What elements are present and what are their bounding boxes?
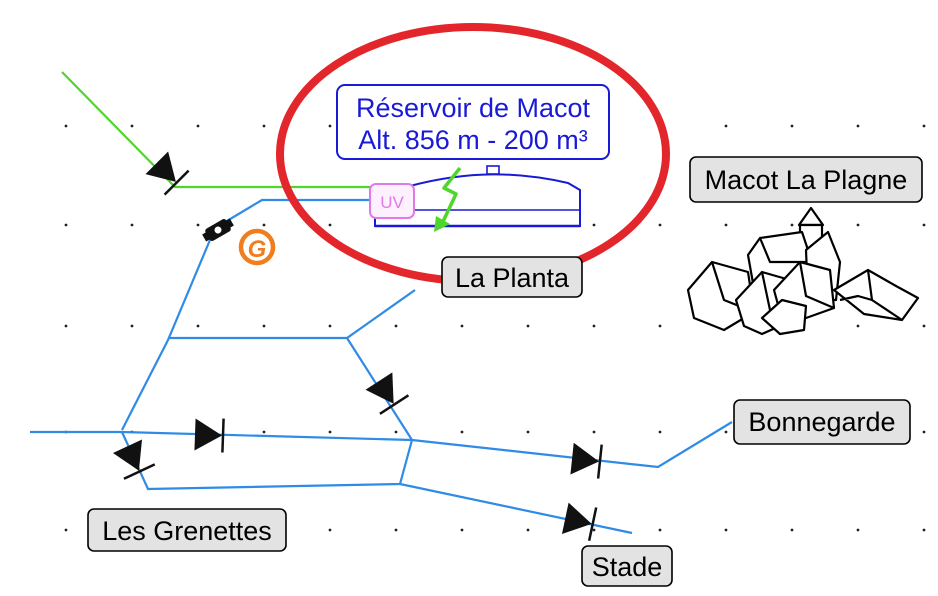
svg-text:Macot La Plagne: Macot La Plagne bbox=[705, 165, 908, 195]
grid-dot bbox=[724, 223, 728, 227]
label-bonnegarde: Bonnegarde bbox=[733, 399, 911, 445]
grid-dot bbox=[922, 324, 926, 328]
grid-dot bbox=[592, 324, 596, 328]
grid-dot bbox=[130, 324, 134, 328]
grid-dot bbox=[856, 124, 860, 128]
grid-dot bbox=[460, 430, 464, 434]
svg-text:Alt. 856 m - 200 m³: Alt. 856 m - 200 m³ bbox=[358, 125, 588, 155]
grid-dot bbox=[856, 528, 860, 532]
grid-dot bbox=[64, 528, 68, 532]
lightning-bolt-icon bbox=[434, 166, 462, 232]
grid-dot bbox=[460, 324, 464, 328]
reservoir-tank bbox=[374, 165, 581, 228]
supply-pipe bbox=[61, 71, 370, 189]
svg-text:Les Grenettes: Les Grenettes bbox=[102, 516, 272, 546]
grid-dot bbox=[394, 528, 398, 532]
grid-dot bbox=[64, 223, 68, 227]
grid-dot bbox=[64, 324, 68, 328]
label-les-grenettes: Les Grenettes bbox=[87, 508, 287, 552]
grid-dot bbox=[856, 223, 860, 227]
grid-dot bbox=[790, 124, 794, 128]
grid-dot bbox=[724, 124, 728, 128]
grid-dot bbox=[130, 223, 134, 227]
grid-dot bbox=[658, 223, 662, 227]
pipe-grenettes bbox=[120, 431, 414, 491]
grid-dot bbox=[262, 124, 266, 128]
svg-text:UV: UV bbox=[380, 193, 404, 212]
check-valve-icon bbox=[365, 372, 410, 415]
label-macot-la-plagne: Macot La Plagne bbox=[689, 156, 923, 203]
check-valve-icon bbox=[145, 151, 190, 196]
grid-dot bbox=[328, 124, 332, 128]
svg-text:G: G bbox=[248, 236, 267, 263]
svg-text:Stade: Stade bbox=[592, 552, 663, 582]
grid-dot bbox=[922, 223, 926, 227]
grid-dot bbox=[64, 124, 68, 128]
grid-dot bbox=[196, 124, 200, 128]
grid-dot bbox=[526, 528, 530, 532]
check-valve-icon bbox=[561, 502, 598, 542]
grid-dot bbox=[724, 430, 728, 434]
village-houses-icon bbox=[686, 206, 920, 336]
reservoir-label: Réservoir de Macot Alt. 856 m - 200 m³ bbox=[336, 84, 610, 160]
grid-dot bbox=[856, 324, 860, 328]
grid-dot bbox=[262, 430, 266, 434]
label-la-planta: La Planta bbox=[441, 256, 583, 298]
grid-dot bbox=[328, 528, 332, 532]
grid-dot bbox=[922, 528, 926, 532]
generator-badge-icon: G bbox=[238, 228, 276, 266]
grid-dot bbox=[196, 324, 200, 328]
grid-dot bbox=[526, 324, 530, 328]
grid-dot bbox=[460, 528, 464, 532]
distribution-network bbox=[30, 198, 733, 535]
check-valve-icon bbox=[570, 442, 603, 479]
grid-dot bbox=[592, 528, 596, 532]
label-stade: Stade bbox=[581, 545, 673, 587]
grid-dot bbox=[592, 430, 596, 434]
grid-dot bbox=[394, 324, 398, 328]
grid-dot bbox=[328, 223, 332, 227]
grid-dot bbox=[658, 324, 662, 328]
uv-treatment-unit: UV bbox=[369, 183, 415, 219]
pipe-bonnegarde bbox=[411, 421, 733, 469]
svg-text:La Planta: La Planta bbox=[455, 263, 570, 293]
grid-dot bbox=[922, 430, 926, 434]
grid-dot bbox=[262, 324, 266, 328]
grid-dot bbox=[790, 528, 794, 532]
svg-text:Bonnegarde: Bonnegarde bbox=[748, 407, 895, 437]
grid-dot bbox=[592, 223, 596, 227]
grid-dot bbox=[130, 124, 134, 128]
grid-dot bbox=[724, 528, 728, 532]
grid-dot bbox=[262, 223, 266, 227]
pump-icon bbox=[202, 218, 234, 242]
check-valve-icon bbox=[194, 418, 225, 453]
grid-dot bbox=[526, 430, 530, 434]
check-valve-icon bbox=[113, 439, 156, 480]
grid-dot bbox=[922, 124, 926, 128]
grid-dot bbox=[394, 430, 398, 434]
grid-dot bbox=[658, 430, 662, 434]
svg-text:Réservoir de Macot: Réservoir de Macot bbox=[356, 93, 591, 123]
grid-dot bbox=[328, 324, 332, 328]
grid-dot bbox=[790, 223, 794, 227]
grid-dot bbox=[196, 223, 200, 227]
grid-dot bbox=[658, 528, 662, 532]
grid-dot bbox=[328, 430, 332, 434]
pipe-la-planta-branch bbox=[168, 289, 416, 340]
